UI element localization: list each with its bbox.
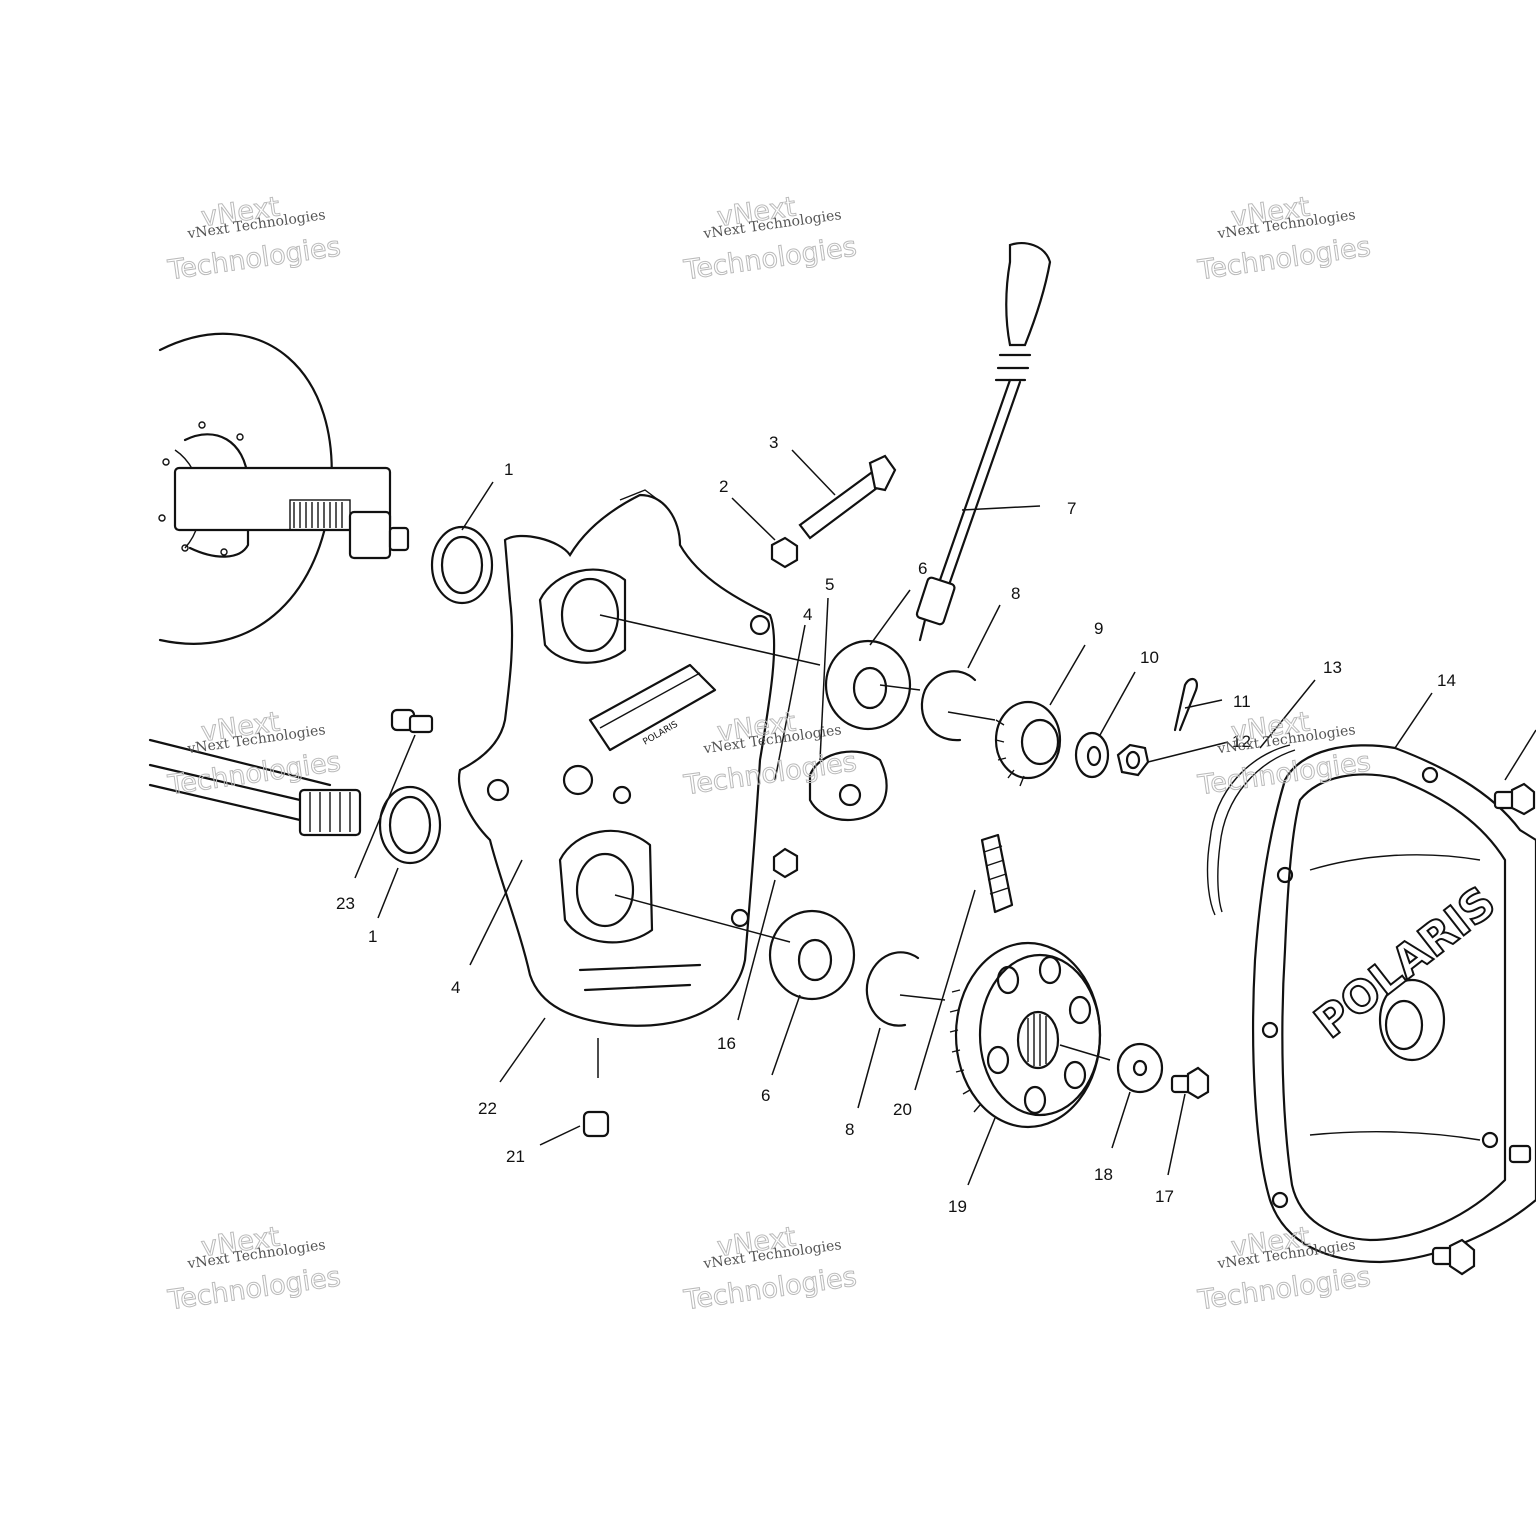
hex-nut-lower — [772, 847, 799, 879]
callout-4-upper: 4 — [803, 605, 812, 624]
watermark-tile: vNext vNext Technologies Technologies — [681, 191, 859, 287]
cover-bolt-lower — [1431, 1238, 1476, 1276]
callout-16: 16 — [717, 1034, 736, 1053]
callout-8-lower: 8 — [845, 1120, 854, 1139]
drain-plug — [582, 1110, 610, 1138]
washer-upper — [1074, 731, 1110, 779]
callout-3: 3 — [769, 433, 778, 452]
gasket — [1206, 744, 1296, 916]
callout-7: 7 — [1067, 499, 1076, 518]
dipstick — [915, 242, 1052, 642]
callout-11: 11 — [1233, 692, 1251, 711]
watermark-tile: vNext vNext Technologies Technologies — [165, 1221, 343, 1317]
callout-12: 12 — [1232, 732, 1251, 751]
dowel-pin — [390, 708, 434, 734]
chaincase-cover: POLARIS — [1252, 744, 1536, 1264]
leader-lines — [354, 449, 1536, 1186]
hex-bolt — [1170, 1066, 1210, 1100]
callout-4-lower: 4 — [451, 978, 460, 997]
callout-8-upper: 8 — [1011, 584, 1020, 603]
callout-23: 23 — [336, 894, 355, 913]
oil-seal-lower — [378, 785, 442, 865]
callout-numbers: 1 1 2 3 4 4 5 6 6 7 8 8 9 10 11 12 13 14… — [336, 433, 1456, 1216]
output-shaft — [148, 738, 362, 837]
washer-lower — [1116, 1042, 1164, 1094]
callout-17: 17 — [1155, 1187, 1174, 1206]
drive-sprocket — [994, 700, 1062, 787]
castle-nut — [1116, 743, 1150, 777]
chain-tensioner — [808, 750, 888, 822]
watermark-tile: vNext vNext Technologies Technologies — [165, 191, 343, 287]
cotter-pin — [1173, 677, 1198, 732]
callout-6-lower: 6 — [761, 1086, 770, 1105]
oil-seal-upper — [430, 525, 494, 605]
callout-21: 21 — [506, 1147, 525, 1166]
callout-18: 18 — [1094, 1165, 1113, 1184]
hex-nut-upper — [770, 536, 799, 569]
callout-9: 9 — [1094, 619, 1103, 638]
drive-disc-with-shaft — [158, 332, 410, 645]
cover-bolt-middle — [1508, 1144, 1532, 1164]
snap-ring-lower — [865, 951, 920, 1027]
bearing-lower — [768, 909, 856, 1001]
watermarks: vNext vNext Technologies Technologies vN… — [165, 191, 1373, 1317]
callout-14: 14 — [1437, 671, 1456, 690]
callout-19: 19 — [948, 1197, 967, 1216]
callout-22: 22 — [478, 1099, 497, 1118]
bolt-long — [798, 454, 897, 540]
callout-5: 5 — [825, 575, 834, 594]
cover-bolts — [1431, 782, 1536, 1276]
snap-ring-upper — [920, 670, 977, 742]
callout-2: 2 — [719, 477, 728, 496]
driven-sprocket — [949, 941, 1102, 1129]
cover-bolt-upper — [1493, 782, 1536, 816]
callout-6-upper: 6 — [918, 559, 927, 578]
callout-1-upper: 1 — [504, 460, 513, 479]
chaincase-housing: POLARIS — [457, 489, 776, 1027]
bearing-upper — [824, 639, 912, 731]
callout-13: 13 — [1323, 658, 1342, 677]
callout-10: 10 — [1140, 648, 1159, 667]
callout-1-lower: 1 — [368, 927, 377, 946]
watermark-tile: vNext vNext Technologies Technologies — [1195, 191, 1373, 287]
drive-chain — [980, 833, 1014, 914]
watermark-tile: vNext vNext Technologies Technologies — [681, 1221, 859, 1317]
callout-20: 20 — [893, 1100, 912, 1119]
